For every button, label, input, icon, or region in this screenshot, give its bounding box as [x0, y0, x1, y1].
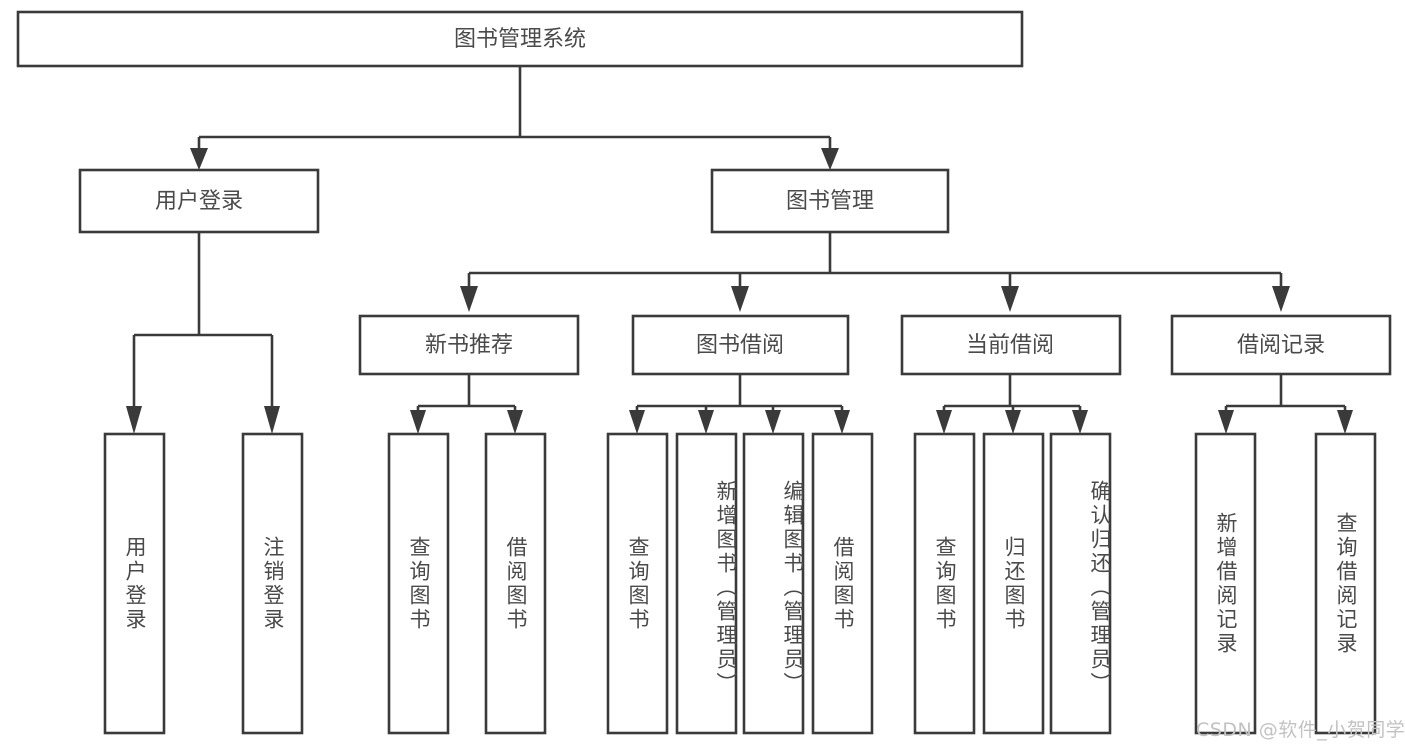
- connector-group-new-book-rec-children: [410, 374, 523, 434]
- arrow-bb-3: [765, 410, 781, 434]
- leaf-box-user-login[interactable]: [103, 432, 166, 735]
- arrow-bb-2: [698, 410, 714, 434]
- node-current-borrow-box[interactable]: [900, 314, 1122, 376]
- node-user-login[interactable]: 用户登录: [78, 168, 320, 234]
- arrow-borrow-record: [1272, 286, 1290, 312]
- csdn-watermark: CSDN @软件_小贺同学: [1196, 719, 1405, 741]
- node-new-book-recommend-box[interactable]: [358, 314, 580, 376]
- arrow-l-logout: [264, 406, 280, 434]
- connector-group-current-borrow-children: [936, 374, 1088, 434]
- leaf-box-borrow-book-2[interactable]: [811, 432, 874, 735]
- arrow-user-login: [190, 148, 208, 170]
- leaf-box-add-book[interactable]: [675, 432, 738, 735]
- leaf-box-logout[interactable]: [241, 432, 304, 735]
- leaf-box-query-record[interactable]: [1314, 432, 1377, 735]
- node-user-login-box[interactable]: [78, 168, 320, 234]
- arrow-br-1: [1218, 410, 1234, 434]
- arrow-current-borrow: [1001, 286, 1019, 312]
- connector-group-book-mgmt-children: [460, 232, 1290, 312]
- leaf-box-add-record[interactable]: [1194, 432, 1257, 735]
- arrow-nbr-2: [507, 410, 523, 434]
- node-book-borrow[interactable]: 图书借阅: [631, 314, 850, 376]
- node-borrow-record-label: 借阅记录: [1237, 333, 1325, 358]
- node-new-book-recommend-label: 新书推荐: [425, 333, 513, 358]
- node-book-management[interactable]: 图书管理: [710, 168, 950, 234]
- arrow-l-user-login: [126, 406, 142, 434]
- node-book-management-label: 图书管理: [786, 189, 874, 214]
- connector-group-user-login-children: [126, 232, 280, 434]
- arrow-cb-3: [1072, 410, 1088, 434]
- node-borrow-record-box[interactable]: [1170, 314, 1392, 376]
- arrow-cb-2: [1005, 410, 1021, 434]
- arrow-book-mgmt: [821, 148, 839, 170]
- node-book-borrow-label: 图书借阅: [696, 333, 784, 358]
- node-root[interactable]: 图书管理系统: [16, 10, 1024, 68]
- leaf-box-edit-book[interactable]: [742, 432, 805, 735]
- node-current-borrow[interactable]: 当前借阅: [900, 314, 1122, 376]
- leaf-box-query-book-1[interactable]: [387, 432, 450, 735]
- node-root-box[interactable]: [16, 10, 1024, 68]
- leaf-box-confirm-return[interactable]: [1049, 432, 1112, 735]
- arrow-bb-1: [629, 410, 645, 434]
- arrow-book-borrow: [731, 286, 749, 312]
- node-book-management-box[interactable]: [710, 168, 950, 234]
- node-root-label: 图书管理系统: [454, 27, 586, 52]
- leaf-box-borrow-book-1[interactable]: [484, 432, 547, 735]
- node-book-borrow-box[interactable]: [631, 314, 850, 376]
- arrow-bb-4: [834, 410, 850, 434]
- leaf-box-return-book[interactable]: [982, 432, 1045, 735]
- node-user-login-label: 用户登录: [155, 189, 243, 214]
- connector-group-borrow-record-children: [1218, 374, 1353, 434]
- leaf-box-query-book-3[interactable]: [913, 432, 976, 735]
- arrow-nbr-1: [410, 410, 426, 434]
- arrow-br-2: [1337, 410, 1353, 434]
- connector-group-root-to-level2: [190, 66, 839, 170]
- arrow-cb-1: [936, 410, 952, 434]
- node-current-borrow-label: 当前借阅: [966, 333, 1054, 358]
- connector-group-book-borrow-children: [629, 374, 850, 434]
- node-new-book-recommend[interactable]: 新书推荐: [358, 314, 580, 376]
- leaf-box-query-book-2[interactable]: [606, 432, 669, 735]
- node-borrow-record[interactable]: 借阅记录: [1170, 314, 1392, 376]
- arrow-new-book-rec: [460, 286, 478, 312]
